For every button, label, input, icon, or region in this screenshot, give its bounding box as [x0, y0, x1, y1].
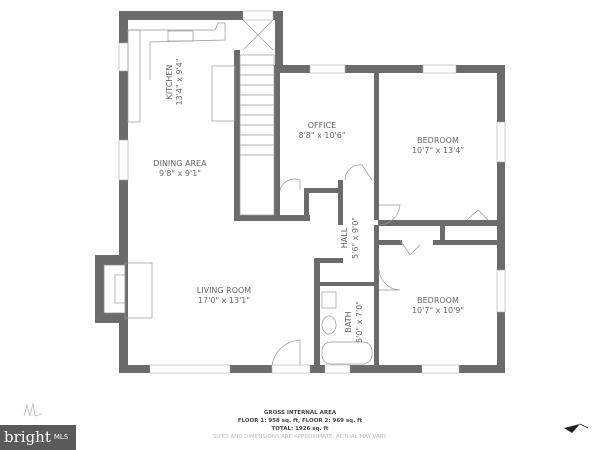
room-bedroom1-name: BEDROOM [417, 136, 459, 145]
room-office-name: OFFICE [308, 121, 337, 130]
room-bedroom2-size: 10'7" x 10'9" [412, 306, 464, 315]
room-hall: HALL 5'6" x 9'0" [340, 217, 360, 259]
signature-mark [23, 402, 43, 417]
svg-text:5'0" x 7'0": 5'0" x 7'0" [355, 301, 364, 343]
room-kitchen: KITCHEN 13'4" x 9'4" [165, 58, 184, 105]
area-disclaimer: SIZES AND DIMENSIONS ARE APPROXIMATE, AC… [212, 434, 388, 440]
fixtures [103, 19, 489, 366]
room-office-size: 8'8" x 10'6" [298, 131, 345, 140]
room-bedroom1-size: 10'7" x 13'4" [412, 146, 464, 155]
room-bedroom2-name: BEDROOM [417, 296, 459, 305]
room-bath: BATH 5'0" x 7'0" [344, 301, 364, 343]
room-dining-name: DINING AREA [153, 159, 207, 168]
svg-text:5'6" x 9'0": 5'6" x 9'0" [351, 217, 360, 259]
svg-text:HALL: HALL [340, 227, 349, 248]
room-living-size: 17'0" x 13'1" [198, 296, 250, 305]
area-title: GROSS INTERNAL AREA [263, 410, 337, 416]
logo-brand: bright [4, 428, 51, 446]
svg-text:KITCHEN: KITCHEN [165, 65, 174, 100]
area-total: TOTAL: 1926 sq. ft [271, 426, 329, 432]
room-dining-size: 9'8" x 9'1" [159, 169, 201, 178]
room-living-name: LIVING ROOM [197, 286, 252, 295]
bright-mls-logo: bright MLS [0, 425, 76, 450]
stairs [239, 54, 275, 216]
svg-text:13'4" x 9'4": 13'4" x 9'4" [175, 58, 184, 105]
logo-suffix: MLS [53, 433, 69, 441]
area-floors: FLOOR 1: 958 sq. ft, FLOOR 2: 969 sq. ft [237, 418, 363, 424]
svg-text:BATH: BATH [344, 311, 353, 332]
north-arrow-icon [564, 423, 589, 433]
